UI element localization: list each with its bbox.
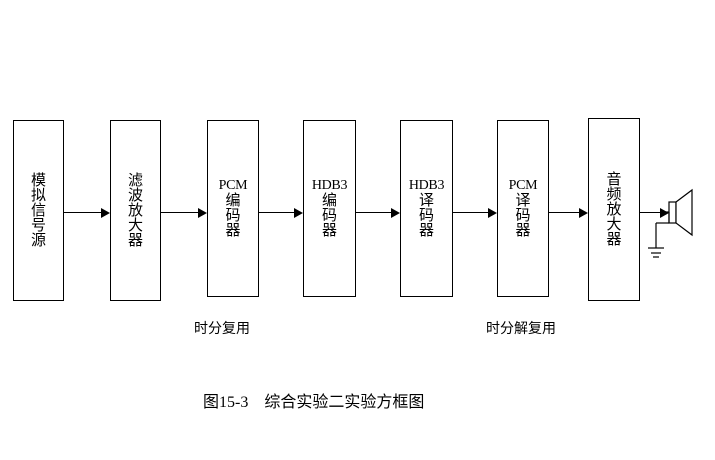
connector-line-3 [259, 212, 295, 213]
block-line: 器 [418, 221, 434, 239]
block-line: 大 [606, 215, 622, 233]
block-pcm-encoder: PCM 编 码 器 [207, 120, 259, 297]
block-line: 码 [515, 206, 531, 224]
block-line: 源 [30, 231, 46, 249]
block-analog-signal-source: 模 拟 信 号 源 [13, 120, 64, 301]
figure-caption-number: 图15-3 [203, 394, 249, 411]
figure-caption-title: 综合实验二实验方框图 [264, 392, 425, 411]
block-line: 音 [606, 170, 622, 188]
block-audio-amplifier: 音 频 放 大 器 [588, 118, 640, 301]
block-line: 码 [225, 206, 241, 224]
arrowhead-icon-4 [391, 208, 400, 218]
block-line: 译 [418, 191, 434, 209]
block-hdb3-decoder: HDB3 译 码 器 [400, 120, 453, 297]
connector-line-1 [64, 212, 102, 213]
block-line: PCM [218, 178, 248, 193]
block-line: 器 [127, 231, 143, 249]
block-line: 大 [127, 216, 143, 234]
connector-line-2 [161, 212, 199, 213]
arrowhead-icon-5 [488, 208, 497, 218]
block-line: HDB3 [408, 178, 445, 193]
connector-line-7 [640, 212, 661, 213]
block-line: 码 [418, 206, 434, 224]
label-tdm-demultiplex: 时分解复用 [486, 321, 556, 337]
block-line: 器 [515, 221, 531, 239]
connector-line-5 [453, 212, 489, 213]
block-line: 译 [515, 191, 531, 209]
block-line: 模 [30, 171, 46, 189]
block-line: 器 [321, 221, 337, 239]
block-filter-amplifier: 滤 波 放 大 器 [110, 120, 161, 301]
block-line: 器 [225, 221, 241, 239]
figure-caption-gap [248, 392, 264, 411]
block-line: 滤 [127, 171, 143, 189]
block-pcm-decoder: PCM 译 码 器 [497, 120, 549, 297]
figure-caption: 图15-3 综合实验二实验方框图 [203, 388, 424, 412]
arrowhead-icon-1 [101, 208, 110, 218]
arrowhead-icon-2 [198, 208, 207, 218]
block-line: 码 [321, 206, 337, 224]
block-line: PCM [508, 178, 538, 193]
loudspeaker-icon [648, 186, 708, 266]
block-line: 放 [606, 200, 622, 218]
block-line: 编 [321, 191, 337, 209]
label-tdm-multiplex: 时分复用 [194, 321, 250, 337]
block-line: 频 [606, 185, 622, 203]
block-line: HDB3 [311, 178, 348, 193]
block-line: 号 [30, 216, 46, 234]
block-line: 拟 [30, 186, 46, 204]
block-line: 信 [30, 201, 46, 219]
connector-line-6 [549, 212, 580, 213]
block-line: 波 [127, 186, 143, 204]
block-hdb3-encoder: HDB3 编 码 器 [303, 120, 356, 297]
block-line: 编 [225, 191, 241, 209]
connector-line-4 [356, 212, 392, 213]
arrowhead-icon-6 [579, 208, 588, 218]
block-line: 放 [127, 201, 143, 219]
block-line: 器 [606, 230, 622, 248]
arrowhead-icon-3 [294, 208, 303, 218]
arrowhead-icon-7 [660, 208, 669, 218]
